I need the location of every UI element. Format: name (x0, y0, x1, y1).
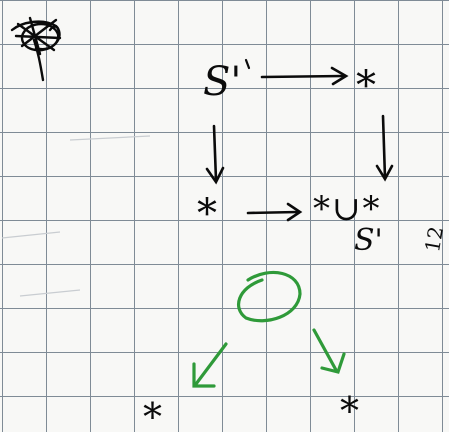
label-star-top-right: * (356, 63, 376, 109)
green-arrow-left-icon (192, 342, 228, 388)
label-s-prime-top: S' (203, 59, 242, 105)
arrow-right-down-icon (375, 114, 394, 182)
pencil-smudge (1, 135, 151, 297)
label-star-green-right: * (340, 389, 359, 432)
green-ellipse-icon (236, 270, 302, 323)
arrow-bottom-icon (246, 202, 303, 222)
scribble-icon (10, 16, 62, 82)
arrow-left-down-icon (205, 124, 225, 185)
margin-note: 12 (420, 224, 449, 254)
label-star-green-left: * (143, 395, 162, 432)
green-arrow-right-icon (312, 328, 346, 374)
label-star-bottom-left: * (197, 191, 217, 237)
tick-mark-icon (244, 58, 251, 70)
label-s-prime-bottom: S' (354, 223, 383, 258)
arrow-top-icon (260, 66, 349, 86)
label-star-union-star: *∪* (313, 189, 382, 229)
